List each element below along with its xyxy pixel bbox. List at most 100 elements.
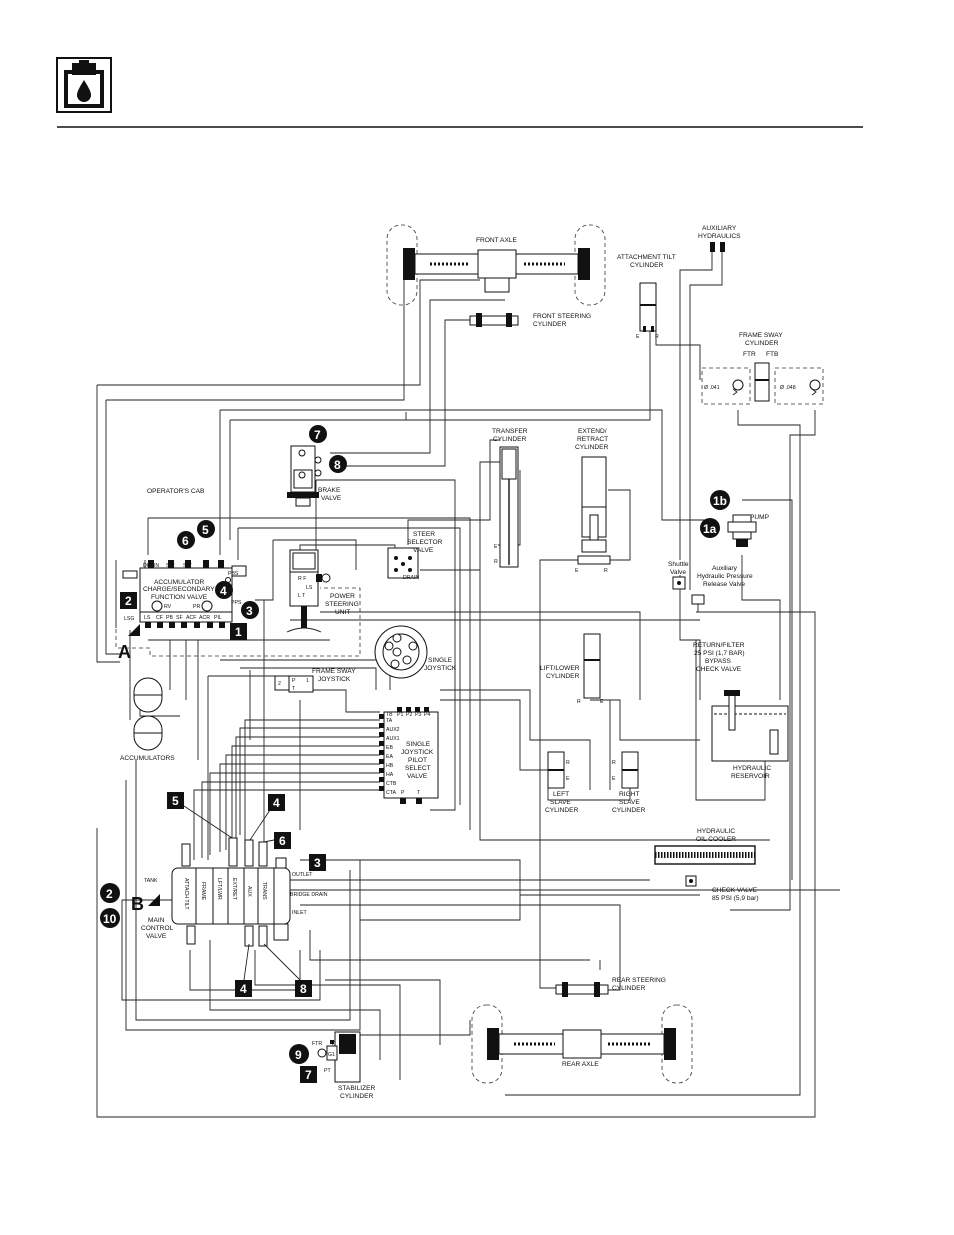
callout-1-acc: 1 [230, 623, 247, 640]
hose-network [96, 250, 840, 1118]
pump-label: PUMP [750, 514, 770, 521]
transfer-port-r: R [494, 559, 498, 565]
orifice-left-label: Ø .041 [704, 385, 720, 391]
pilot-port-p3: P3 [415, 712, 421, 718]
accumulators-label: ACCUMULATORS [120, 755, 175, 762]
ftb-label: FTB [766, 351, 779, 358]
steer-selector-label: STEER [413, 531, 435, 538]
oil-cooler-label-2: OIL COOLER [696, 836, 736, 843]
frame-sway-cyl-label-2: CYLINDER [745, 340, 779, 347]
tank-label: TANK [144, 878, 158, 884]
reservoir-label: HYDRAULIC [733, 765, 771, 772]
power-steering-label: POWER [330, 593, 355, 600]
power-steering-label-3: UNIT [335, 609, 350, 616]
extend-retract-label-2: RETRACT [577, 436, 608, 443]
stabilizer-label-2: CYLINDER [340, 1093, 374, 1100]
check-valve-label: CHECK VALVE [712, 887, 758, 894]
callout-9-stab: 9 [289, 1044, 309, 1064]
acc-rv-label: RV [164, 604, 172, 610]
brake-valve-label: BRAKE [318, 487, 341, 494]
brake-valve [287, 445, 322, 507]
section-frame: FRAME [200, 882, 206, 901]
callout-1b-pump: 1b [710, 490, 730, 510]
acc-port-ls: LS [144, 615, 151, 621]
svg-text:8: 8 [334, 458, 341, 472]
svg-text:7: 7 [314, 428, 321, 442]
check-valve-label-2: 85 PSI (5,9 bar) [712, 895, 759, 902]
svg-text:8: 8 [300, 982, 307, 996]
callout-7-brake: 7 [309, 425, 327, 443]
acc-port-pb: PB [166, 615, 173, 621]
ftr-label: FTR [743, 351, 756, 358]
right-slave-label: RIGHT [619, 791, 640, 798]
acc-port-p1: P1 [203, 563, 209, 569]
pilot-port-p2: P2 [406, 712, 412, 718]
callout-10-mcv: 10 [100, 908, 120, 928]
frame-sway-joystick [274, 675, 314, 693]
right-slave-label-2: SLAVE [619, 799, 640, 806]
marker-a: A [118, 624, 140, 662]
steer-r-f: R F [298, 576, 306, 582]
section-attach-tilt: ATTACH TILT [183, 878, 189, 910]
left-slave-label-2: SLAVE [550, 799, 571, 806]
aux-hydraulics-label: AUXILIARY [702, 225, 737, 232]
front-axle [386, 224, 606, 306]
steer-drain-label: DRAIN [403, 575, 419, 581]
return-filter-label-3: BYPASS [705, 658, 732, 665]
callout-4-mcv-bottom: 4 [235, 980, 252, 997]
pilot-port-eb: EB [386, 745, 393, 751]
svg-text:4: 4 [220, 584, 227, 598]
return-filter-label-4: CHECK VALVE [696, 666, 742, 673]
fsj-port-t: T [292, 686, 296, 692]
callout-2-mcv: 2 [100, 883, 120, 903]
aux-release-label-3: Release Valve [703, 581, 745, 588]
left-slave-port-e: E [566, 776, 570, 782]
steer-l-t: L T [298, 593, 306, 599]
acc-port-acr: ACR [199, 615, 210, 621]
acc-port-acf: ACF [186, 615, 196, 621]
acc-lsg-label: LSG [124, 616, 134, 622]
bridge-drain-label: BRIDGE DRAIN [290, 892, 328, 898]
front-axle-label: FRONT AXLE [476, 237, 518, 244]
reservoir-label-2: RESERVOIR [731, 773, 770, 780]
pilot-valve-label-4: SELECT [405, 765, 431, 772]
pilot-valve-label-3: PILOT [408, 757, 427, 764]
aux-release-label-2: Hydraulic Pressure [697, 573, 753, 580]
acc-valve-label-3: FUNCTION VALVE [151, 594, 208, 601]
svg-text:5: 5 [172, 794, 179, 808]
svg-text:A: A [118, 642, 131, 662]
lift-port-e: E [600, 699, 604, 705]
rear-axle-label: REAR AXLE [562, 1061, 599, 1068]
return-filter-label-2: 25 PSI (1,7 BAR) [694, 650, 745, 657]
section-lft-lwr: LFT/LWR [216, 878, 222, 900]
section-trans: TRANS [261, 882, 267, 900]
front-steering-label: FRONT STEERING [533, 313, 591, 320]
acc-port-sw1: SW [166, 563, 174, 569]
transfer-cyl-label-2: CYLINDER [493, 436, 527, 443]
single-joystick-label: SINGLE [428, 657, 453, 664]
stabilizer-cylinder [317, 1031, 361, 1083]
left-slave-port-r: R [566, 760, 570, 766]
check-valve [685, 875, 697, 887]
shuttle-label-2: Valve [670, 569, 686, 576]
stab-port-ftr: FTR [312, 1041, 322, 1047]
pilot-port-aux2: AUX2 [386, 727, 400, 733]
svg-text:5: 5 [202, 523, 209, 537]
acc-port-cf: CF [156, 615, 163, 621]
acc-valve-label-2: CHARGE/SECONDARY [143, 586, 215, 593]
shuttle-valve [672, 576, 686, 590]
extend-retract-label-3: CYLINDER [575, 444, 609, 451]
aux-hydraulics-couplers [710, 242, 725, 252]
callout-1a-pump: 1a [700, 518, 720, 538]
svg-text:7: 7 [305, 1068, 312, 1082]
hydraulic-oil-cooler [654, 845, 756, 865]
rear-axle [471, 1004, 693, 1084]
transfer-port-e: E [494, 544, 498, 550]
right-slave-cylinder [621, 751, 639, 789]
lift-lower-label-2: CYLINDER [546, 673, 580, 680]
callout-4-acc: 4 [215, 581, 233, 599]
pilot-port-tb: TB [386, 712, 393, 718]
attach-tilt-port-e: E [636, 334, 640, 340]
steer-selector-label-2: SELECTOR [407, 539, 443, 546]
stab-port-pt: PT [324, 1068, 331, 1074]
